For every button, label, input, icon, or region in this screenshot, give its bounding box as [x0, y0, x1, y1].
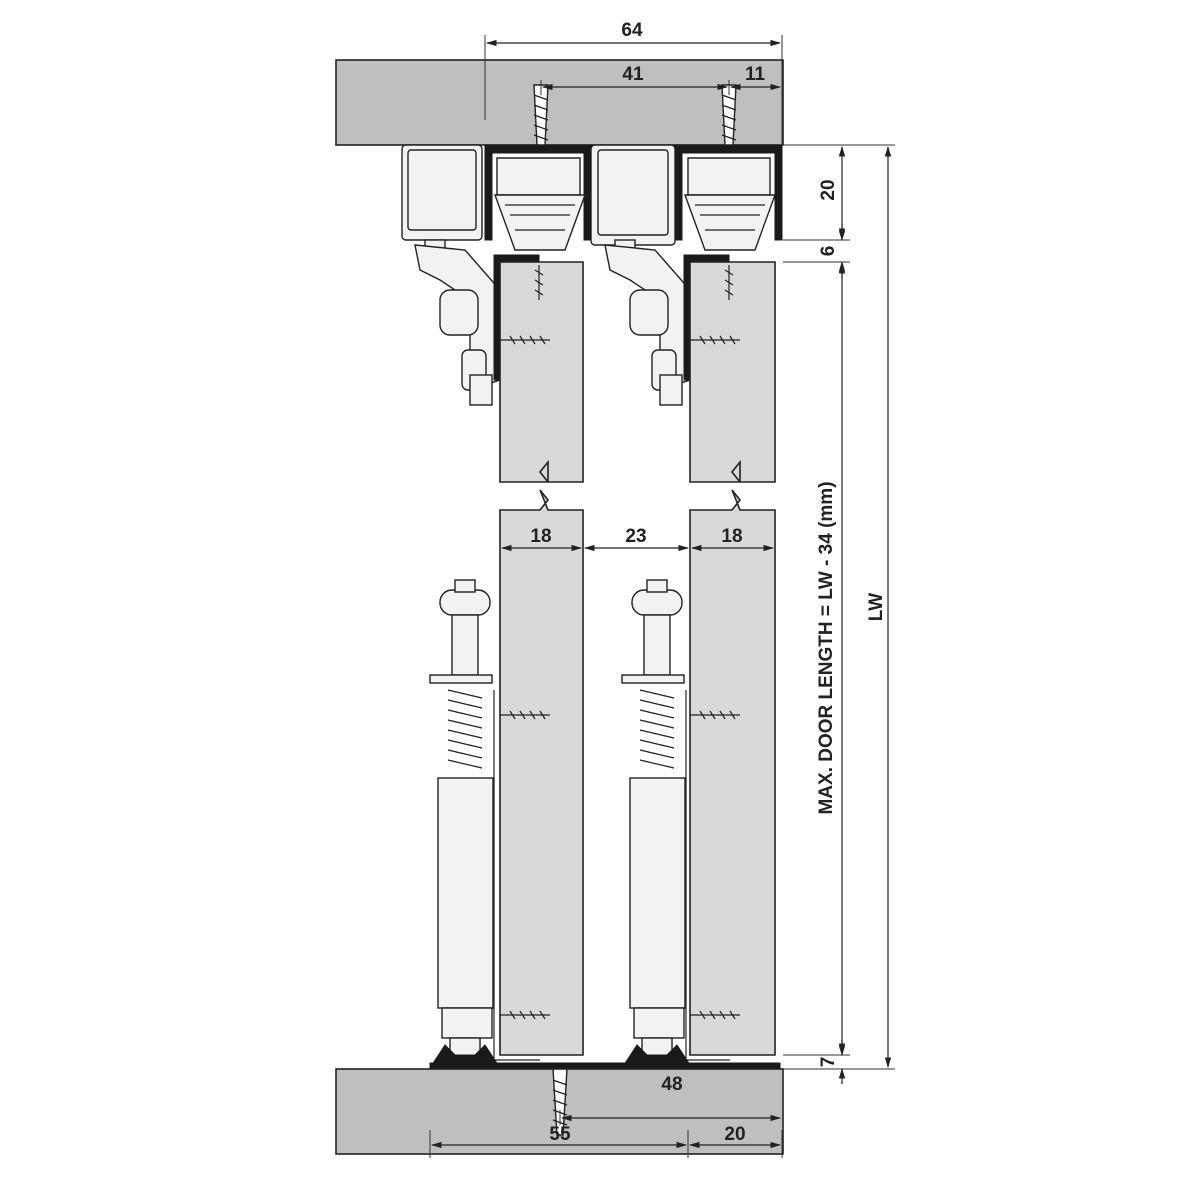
dim-screw-spacing-top: 41: [622, 64, 644, 85]
door-right-upper: [689, 261, 776, 483]
dim-bottom-screw-spacing: 48: [661, 1074, 682, 1095]
door-right-lower: [689, 489, 776, 1056]
hanger-bracket-right: [604, 244, 730, 406]
door-left-lower: [499, 489, 584, 1056]
dim-overall-height: LW: [866, 593, 887, 622]
door-left-upper: [499, 261, 584, 483]
bottom-rail: [429, 1062, 781, 1070]
dim-overall-top-width: 64: [621, 20, 643, 41]
top-screw-right: [721, 84, 737, 146]
dim-bottom-width: 55: [549, 1124, 571, 1145]
dim-door-gap: 23: [625, 526, 646, 547]
door-screws-upper: [500, 265, 740, 345]
bottom-guide-right: [621, 579, 740, 1069]
hanger-bracket-left: [414, 244, 540, 406]
top-roller-right: [590, 144, 776, 263]
dim-track-height: 20: [818, 179, 839, 200]
dim-bottom-edge-offset: 20: [724, 1124, 745, 1145]
dim-door-thickness-left: 18: [530, 526, 551, 547]
dim-track-gap: 6: [818, 246, 839, 257]
dim-max-door-length: MAX. DOOR LENGTH = LW - 34 (mm): [816, 481, 837, 814]
dim-top-edge-offset: 11: [745, 64, 766, 85]
top-roller-left: [401, 144, 586, 263]
dim-bottom-gap: 7: [818, 1057, 839, 1068]
top-ceiling-board: [335, 59, 784, 146]
bottom-guide-left: [429, 579, 550, 1069]
dim-door-thickness-right: 18: [721, 526, 742, 547]
